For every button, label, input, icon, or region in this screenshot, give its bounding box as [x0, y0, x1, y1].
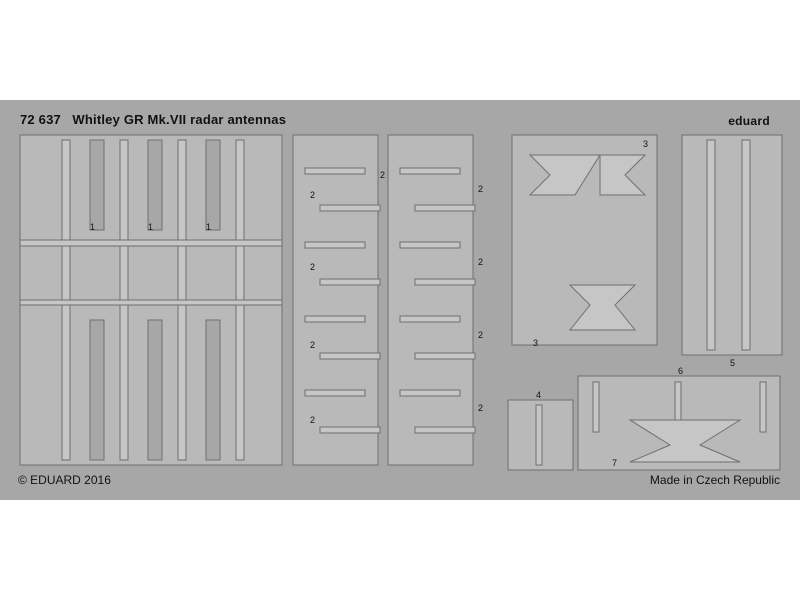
- part-number-3: 3: [643, 139, 648, 149]
- product-title: Whitley GR Mk.VII radar antennas: [72, 112, 287, 127]
- fret-title: 72 637 Whitley GR Mk.VII radar antennas: [20, 112, 286, 127]
- origin-text: Made in Czech Republic: [649, 473, 780, 487]
- part-4-antenna: [535, 404, 543, 466]
- part-2-antennas: [304, 167, 476, 434]
- part-number-1: 1: [90, 222, 95, 232]
- part-3-antenna-shapes: [528, 154, 647, 331]
- product-code: 72 637: [20, 112, 61, 127]
- part-number-6: 6: [678, 366, 683, 376]
- part-number-4: 4: [536, 390, 541, 400]
- part-number-7: 7: [612, 458, 617, 468]
- part-7-shape: [628, 419, 742, 463]
- part-number-2: 2: [310, 415, 315, 425]
- part-number-2: 2: [478, 184, 483, 194]
- part-2-right-column: [387, 134, 474, 466]
- copyright-text: © EDUARD 2016: [18, 473, 111, 487]
- part-number-labels: 1 1 1 2 2 2 2 2 2 2 2 2 3 3 4 5 6 7: [90, 139, 735, 468]
- part-number-2: 2: [310, 190, 315, 200]
- part-number-3: 3: [533, 338, 538, 348]
- part-number-2: 2: [310, 262, 315, 272]
- part-number-2: 2: [478, 403, 483, 413]
- part-2-left-column: [292, 134, 379, 466]
- part-number-2: 2: [380, 170, 385, 180]
- part-number-2: 2: [478, 257, 483, 267]
- part-1-slots: [89, 139, 221, 461]
- part-1-cross-bars: [19, 239, 283, 306]
- part-number-1: 1: [148, 222, 153, 232]
- part-5-frame: [681, 134, 783, 356]
- part-number-5: 5: [730, 358, 735, 368]
- brand-logo: eduard: [728, 114, 770, 128]
- part-number-2: 2: [310, 340, 315, 350]
- part-5-antennas: [706, 139, 751, 351]
- part-number-2: 2: [478, 330, 483, 340]
- part-number-1: 1: [206, 222, 211, 232]
